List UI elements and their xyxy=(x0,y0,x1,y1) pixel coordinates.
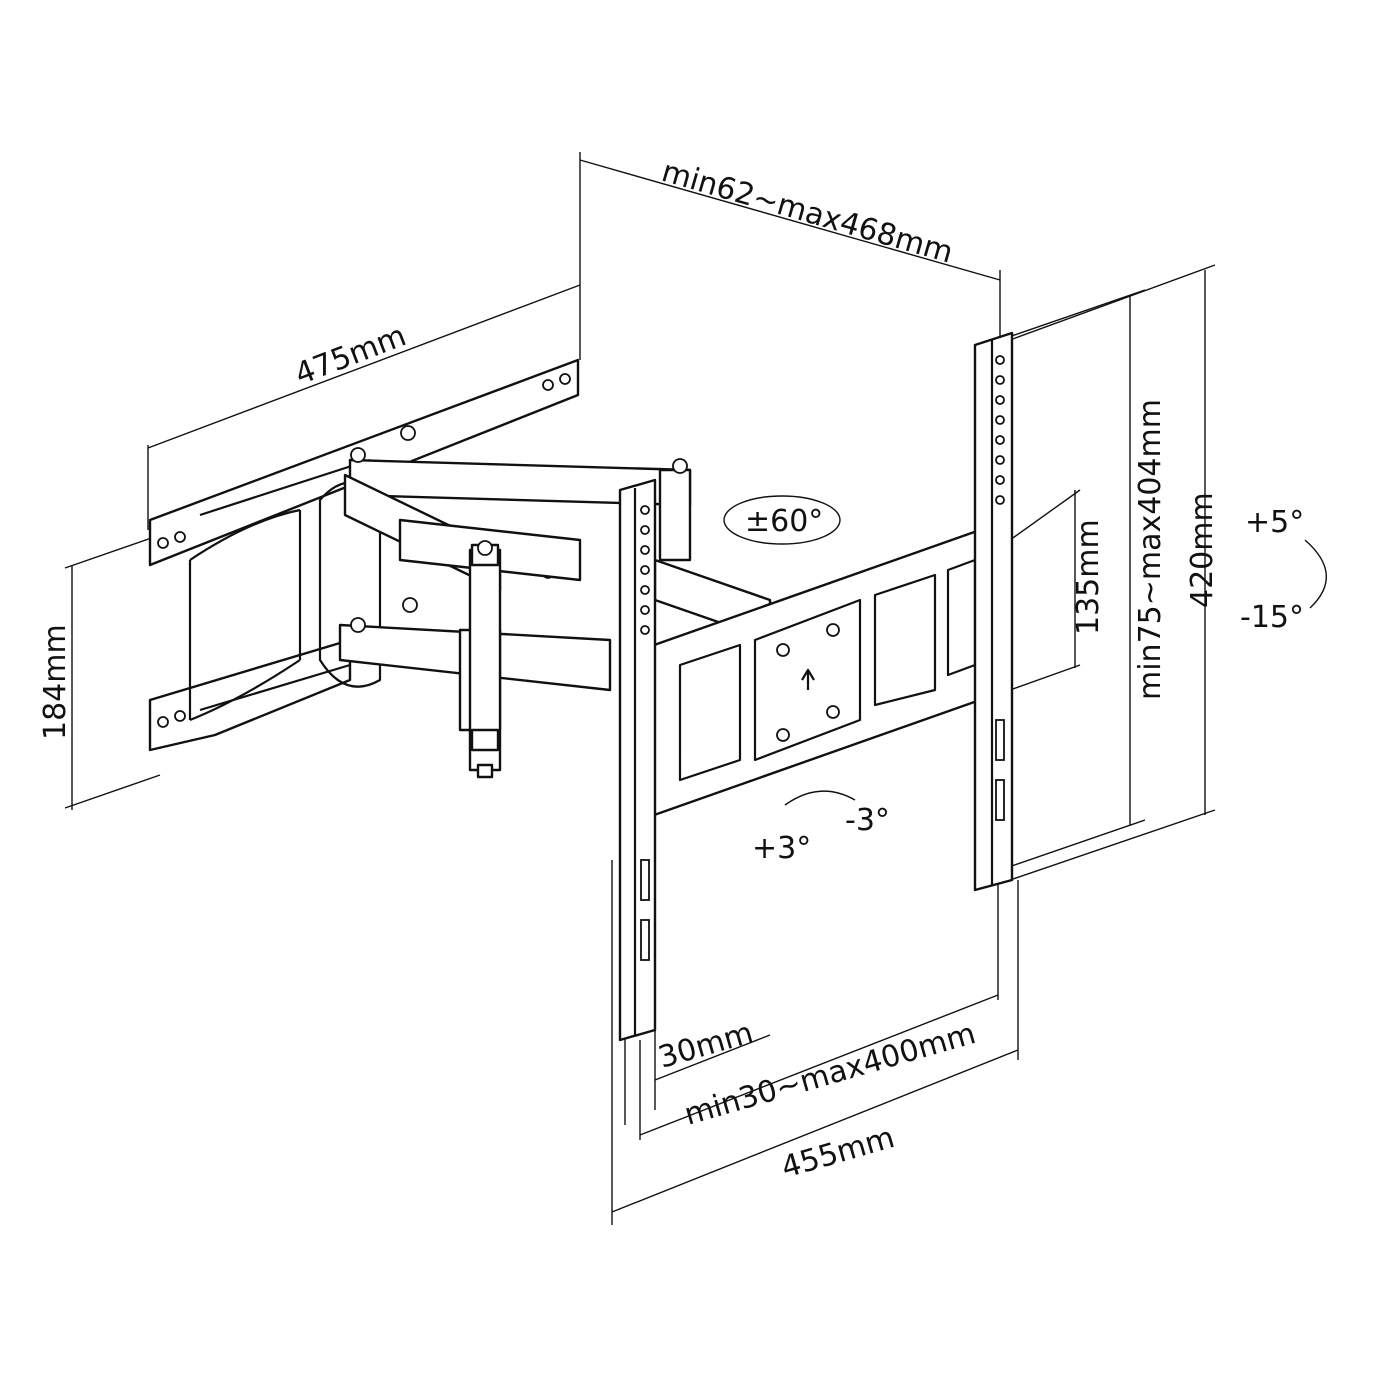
label-level-plus: +3° xyxy=(752,831,811,866)
label-overall-width: 455mm xyxy=(778,1120,899,1186)
label-swivel: ±60° xyxy=(745,504,823,539)
label-wall-plate-width: 475mm xyxy=(290,318,411,392)
label-level-minus: -3° xyxy=(845,803,890,838)
label-tv-plate-height: 135mm xyxy=(1071,519,1106,635)
tilt-arrow-icon xyxy=(1304,539,1327,609)
dimension-lines xyxy=(64,152,1216,1225)
label-extension: min62~max468mm xyxy=(658,154,957,271)
label-wall-plate-height: 184mm xyxy=(38,624,73,740)
label-vesa-vertical: min75~max404mm xyxy=(1133,399,1168,700)
label-rail-height: 420mm xyxy=(1185,492,1220,608)
vertical-rails xyxy=(618,331,1014,1042)
level-arrow-icon xyxy=(784,790,856,806)
swivel-arrow-icon xyxy=(723,495,841,545)
rotation-indicators xyxy=(723,495,1327,806)
label-rail-width: 30mm xyxy=(655,1015,758,1075)
label-tilt-up: +5° xyxy=(1245,505,1304,540)
label-tilt-down: -15° xyxy=(1240,600,1304,635)
rail-holes xyxy=(640,355,1005,961)
